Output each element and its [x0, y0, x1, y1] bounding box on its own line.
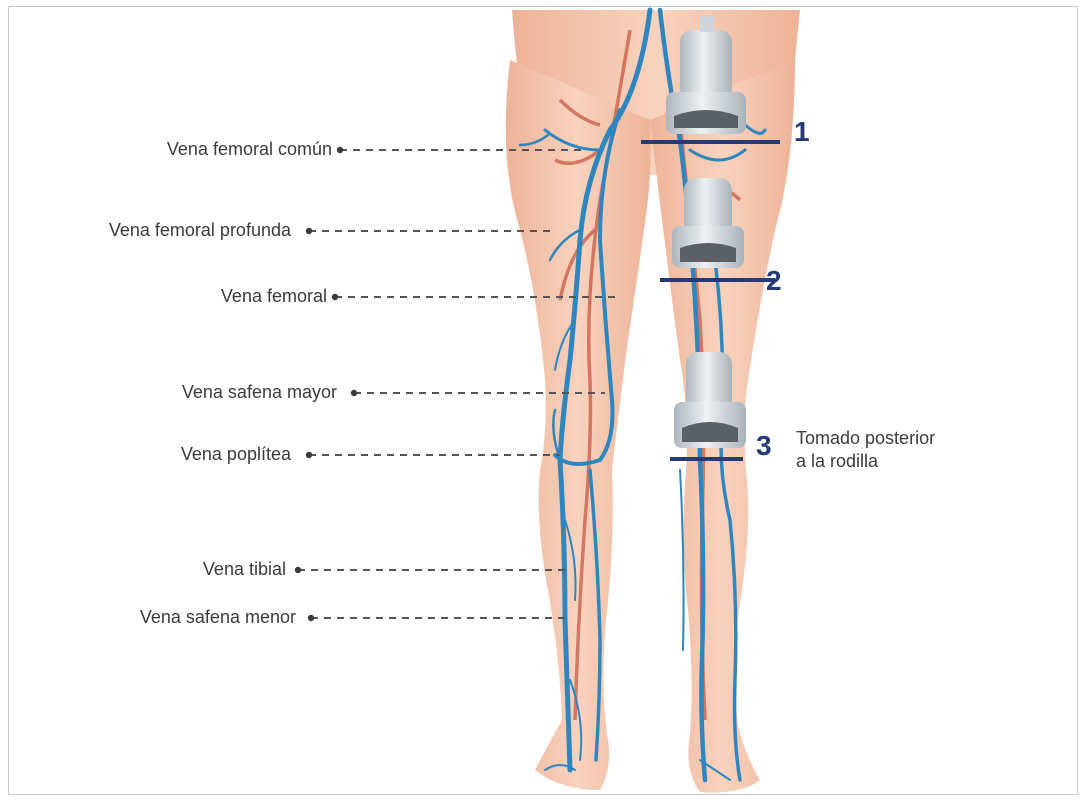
probe-3-note-line-1: Tomado posterior	[796, 427, 935, 450]
probe-number-3: 3	[756, 431, 772, 461]
label-vena-poplitea: Vena poplítea	[181, 444, 291, 464]
label-vena-femoral-comun: Vena femoral común	[167, 139, 332, 159]
label-vena-tibial: Vena tibial	[203, 559, 286, 579]
label-vena-safena-menor: Vena safena menor	[140, 607, 296, 627]
label-vena-femoral-profunda: Vena femoral profunda	[109, 220, 291, 240]
probe-3-note: Tomado posterior a la rodilla	[796, 427, 935, 473]
probe-number-1: 1	[794, 117, 810, 147]
label-vena-femoral: Vena femoral	[221, 286, 327, 306]
right-leg-skin	[506, 60, 651, 790]
probe-3-note-line-2: a la rodilla	[796, 450, 935, 473]
probe-number-2: 2	[766, 266, 782, 296]
label-vena-safena-mayor: Vena safena mayor	[182, 382, 337, 402]
